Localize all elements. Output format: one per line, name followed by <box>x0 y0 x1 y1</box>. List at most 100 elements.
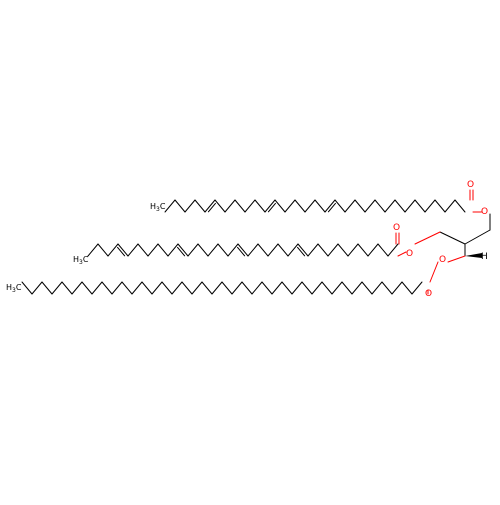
chain2-double-bond <box>177 246 186 257</box>
chain3-bond <box>151 281 163 295</box>
carbonyl-oxygen-label-2: O <box>393 223 400 233</box>
chain2-bond <box>87 243 99 257</box>
chain3-bond <box>41 281 53 295</box>
chain1-bond <box>194 199 206 213</box>
chain2-bond <box>197 243 209 257</box>
chain1-bond <box>314 199 326 213</box>
chain1-bond <box>164 199 176 213</box>
methyl-label-3: H3C <box>6 283 22 294</box>
chain2-bond <box>367 243 379 257</box>
chain2-bond <box>297 243 309 257</box>
chain3-bond <box>361 281 373 295</box>
chain3-bond <box>91 281 103 295</box>
chain3-bond <box>411 281 423 295</box>
chain3-bond <box>341 281 353 295</box>
methyl-label-2: H3C <box>73 255 89 266</box>
chain3-bond <box>261 281 273 295</box>
chain1-double-bond <box>267 202 276 213</box>
chain3-bond <box>301 281 313 295</box>
chain3-bond <box>401 281 413 295</box>
chain1-bond <box>174 199 186 213</box>
chain3-bond <box>121 281 133 295</box>
chain2-bond <box>167 243 179 257</box>
chain1-bond <box>274 199 286 213</box>
chain2-bond <box>267 243 279 257</box>
chain1-double-bond <box>207 202 216 213</box>
chain1-bond <box>254 199 266 213</box>
bond-layer <box>21 199 491 295</box>
chain1-bond <box>424 199 436 213</box>
chain1-bond <box>264 199 276 213</box>
chain3-bond <box>281 281 293 295</box>
chain2-double-bond <box>117 246 126 257</box>
chain3-bond <box>391 281 403 295</box>
chain3-bond <box>131 281 143 295</box>
ester-oxygen-label-1: O <box>481 207 488 217</box>
chain3-bond <box>351 281 363 295</box>
ester-oxygen-label-2: O <box>406 249 413 259</box>
chain2-bond <box>237 243 249 257</box>
carbonyl-oxygen-label-3: O <box>425 289 432 299</box>
chain2-bond <box>247 243 259 257</box>
chain3-bond <box>271 281 283 295</box>
chain3-bond <box>171 281 183 295</box>
chain1-bond <box>364 199 376 213</box>
chain1-bond <box>244 199 256 213</box>
chain2-bond <box>337 243 349 257</box>
methyl-label-1: H3C <box>150 202 166 213</box>
chain3-bond <box>141 281 153 295</box>
ester-bond-2b <box>397 251 407 257</box>
chain1-bond <box>224 199 236 213</box>
chain2-bond <box>257 243 269 257</box>
ester-bond-3a <box>447 255 466 263</box>
glycerol-bond-4 <box>439 231 466 245</box>
chain3-bond <box>221 281 233 295</box>
chain2-bond <box>137 243 149 257</box>
carbonyl-oxygen-label-1: O <box>467 180 474 190</box>
stereo-wedge-bond <box>465 253 482 258</box>
chain2-bond <box>357 243 369 257</box>
chain2-bond <box>117 243 129 257</box>
chain2-double-bond <box>297 246 306 257</box>
ester-bond-3b <box>429 261 439 283</box>
chain1-bond <box>374 199 386 213</box>
chain2-bond <box>127 243 139 257</box>
chain3-bond <box>51 281 63 295</box>
chain3-bond <box>311 281 323 295</box>
chain3-bond <box>251 281 263 295</box>
chain3-bond <box>331 281 343 295</box>
chain2-bond <box>187 243 199 257</box>
glycerol-bond-2 <box>464 229 491 245</box>
chain2-bond <box>377 243 389 257</box>
chain1-bond <box>334 199 346 213</box>
chain3-bond <box>321 281 333 295</box>
chain3-bond <box>191 281 203 295</box>
chain2-double-bond <box>237 246 246 257</box>
chain1-bond <box>454 199 466 213</box>
chain1-bond <box>444 199 456 213</box>
chain1-bond <box>384 199 396 213</box>
chain2-bond <box>387 243 399 257</box>
chain1-bond <box>434 199 446 213</box>
ester-oxygen-label-3: O <box>439 255 446 265</box>
chain3-bond <box>101 281 113 295</box>
chain1-bond <box>234 199 246 213</box>
chain2-bond <box>207 243 219 257</box>
chain2-bond <box>307 243 319 257</box>
stereo-hydrogen-label: H <box>481 252 488 262</box>
hetero-bond-layer <box>395 189 483 295</box>
chain3-bond <box>241 281 253 295</box>
chain3-bond <box>161 281 173 295</box>
chain1-bond <box>214 199 226 213</box>
chain1-bond <box>184 199 196 213</box>
chain2-bond <box>157 243 169 257</box>
chain1-bond <box>204 199 216 213</box>
chain1-bond <box>304 199 316 213</box>
chain3-bond <box>31 281 43 295</box>
chain3-bond <box>381 281 393 295</box>
chain3-bond <box>291 281 303 295</box>
chain3-bond <box>21 281 33 295</box>
chain1-bond <box>294 199 306 213</box>
chain2-bond <box>147 243 159 257</box>
